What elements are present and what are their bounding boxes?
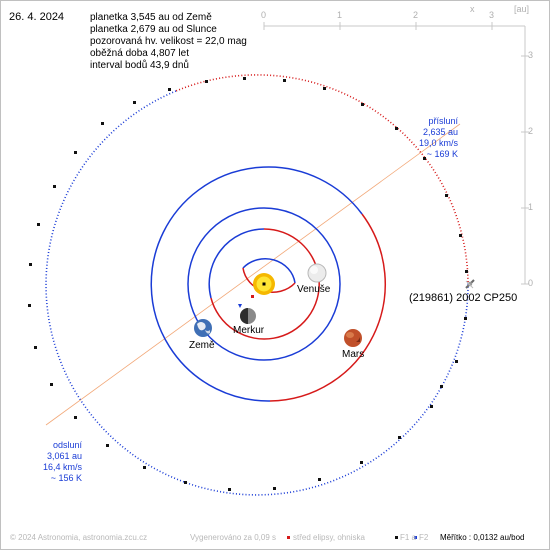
asteroid-orbit-points <box>28 77 468 491</box>
mercury-icon <box>240 308 256 324</box>
aphelion-speed: 16,4 km/s <box>42 462 82 472</box>
asteroid-label: (219861) 2002 CP250 <box>409 292 518 304</box>
perihelion-title: přísluní <box>428 116 458 126</box>
info-line-distance-earth: planetka 3,545 au od Země <box>90 12 212 23</box>
top-tick-2: 2 <box>413 10 419 20</box>
venus-label: Venuše <box>297 284 331 295</box>
aphelion-title: odsluní <box>52 440 82 450</box>
top-tick-0: 0 <box>261 10 267 20</box>
right-tick-0: 0 <box>528 278 534 288</box>
legend-center-dot <box>287 536 290 539</box>
earth-orbit <box>187 207 341 361</box>
info-line-distance-sun: planetka 2,679 au od Slunce <box>90 24 217 35</box>
footer-legend-foci: F1 a <box>400 533 417 542</box>
top-scale-axis <box>263 22 525 30</box>
date-label: 26. 4. 2024 <box>9 11 65 23</box>
unit-label: [au] <box>514 4 530 14</box>
apsis-line <box>45 123 461 426</box>
ellipse-center-marker <box>251 295 254 298</box>
asteroid-orbit <box>45 74 469 496</box>
legend-f1-dot <box>395 536 398 539</box>
mercury-node-marker <box>238 304 242 308</box>
footer-scale: Měřítko : 0,0132 au/bod <box>440 533 525 542</box>
mercury-label: Merkur <box>233 325 265 336</box>
perihelion-info: přísluní 2,635 au 19,0 km/s ~ 169 K <box>398 116 458 160</box>
info-line-magnitude: pozorovaná hv. velikost = 22,0 mag <box>90 36 247 47</box>
venus-icon <box>307 263 327 283</box>
perihelion-temperature: ~ 169 K <box>426 149 458 159</box>
x-axis-label: x <box>470 4 475 14</box>
top-tick-3: 3 <box>489 10 495 20</box>
venus-orbit <box>208 228 320 340</box>
footer-generated: Vygenerováno za 0,09 s <box>190 533 276 542</box>
footer-copyright: © 2024 Astronomia, astronomia.zcu.cz <box>10 533 148 542</box>
mars-icon <box>344 329 362 347</box>
earth-icon <box>194 319 212 337</box>
asteroid-icon <box>465 279 475 289</box>
right-tick-1: 1 <box>528 202 534 212</box>
info-line-interval: interval bodů 43,9 dnů <box>90 60 189 71</box>
mars-orbit <box>150 166 386 402</box>
aphelion-info: odsluní 3,061 au 16,4 km/s ~ 156 K <box>22 440 82 484</box>
info-line-period: oběžná doba 4,807 let <box>90 48 189 59</box>
footer-legend-f2: F2 <box>419 533 429 542</box>
perihelion-speed: 19,0 km/s <box>418 138 458 148</box>
right-tick-3: 3 <box>528 50 534 60</box>
earth-label: Země <box>189 340 215 351</box>
top-tick-1: 1 <box>337 10 343 20</box>
right-scale-axis <box>521 26 529 285</box>
aphelion-temperature: ~ 156 K <box>50 473 82 483</box>
footer-legend-center: střed elipsy, ohniska <box>293 533 365 542</box>
right-tick-2: 2 <box>528 126 534 136</box>
mars-label: Mars <box>342 349 365 360</box>
legend-f2-dot <box>414 536 417 539</box>
perihelion-distance: 2,635 au <box>422 127 458 137</box>
sun-icon <box>253 273 275 295</box>
aphelion-distance: 3,061 au <box>46 451 82 461</box>
